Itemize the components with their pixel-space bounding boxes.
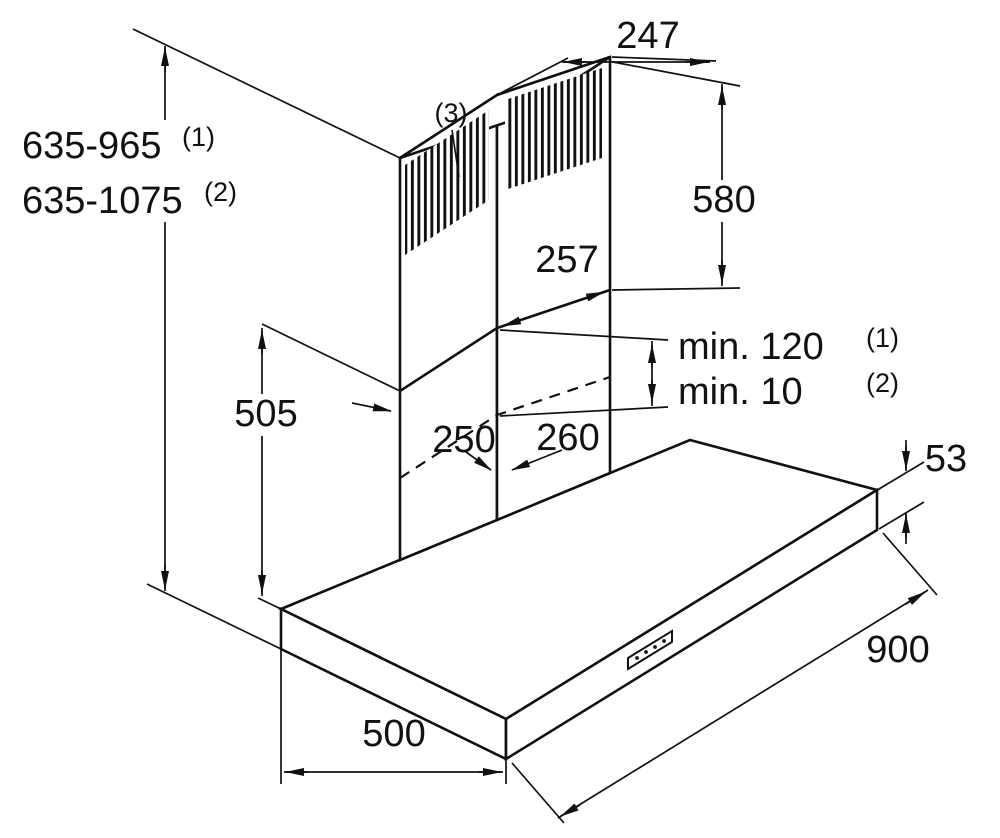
canopy-body (277, 438, 881, 762)
dimension-canopy-width: 900 (511, 532, 938, 824)
label-upper-chimney-width: 257 (535, 239, 598, 281)
label-total-height-1: 635-965 (22, 125, 161, 167)
dimension-min-extension: min. 120 (1) min. 10 (2) (499, 323, 899, 417)
label-min-extension-2: min. 10 (678, 371, 803, 413)
control-panel (627, 629, 673, 671)
label-grille-ref: (3) (435, 98, 468, 128)
label-canopy-depth: 500 (362, 713, 425, 755)
min-extension-dashed-line (399, 375, 611, 479)
label-min-extension-1: min. 120 (678, 326, 824, 368)
dimension-top-depth: 247 (496, 15, 717, 96)
label-canopy-width: 900 (866, 629, 929, 671)
dimension-lower-chimney-height: 505 (226, 323, 401, 610)
label-lower-chimney-depth: 250 (432, 419, 495, 461)
dimension-lower-chimney-depth: 250 (351, 402, 496, 471)
dimension-lower-chimney-width: 260 (511, 417, 600, 471)
grille-reference: (3) (435, 98, 468, 178)
label-lower-chimney-width: 260 (536, 417, 599, 459)
dimension-canopy-depth: 500 (280, 649, 507, 784)
outlet-grille-left (405, 110, 489, 255)
dimension-upper-chimney-width: 257 (502, 239, 605, 327)
outlet-grille-right (505, 68, 602, 190)
label-min-extension-1-ref: (1) (866, 323, 899, 353)
label-canopy-height: 53 (925, 438, 967, 480)
label-top-depth: 247 (616, 15, 679, 57)
label-total-height-2-ref: (2) (204, 177, 237, 207)
label-total-height-2: 635-1075 (22, 180, 183, 222)
label-total-height-1-ref: (1) (182, 122, 215, 152)
label-min-extension-2-ref: (2) (866, 368, 899, 398)
label-upper-chimney-height: 580 (692, 179, 755, 221)
dimension-upper-chimney-height: 580 (611, 61, 762, 291)
dimension-canopy-height: 53 (878, 438, 967, 544)
dimension-total-height: 635-965 (1) 635-1075 (2) (16, 28, 401, 650)
canopy-front-face (504, 487, 879, 762)
label-lower-chimney-height: 505 (234, 393, 297, 435)
chimney-duct (398, 55, 612, 562)
